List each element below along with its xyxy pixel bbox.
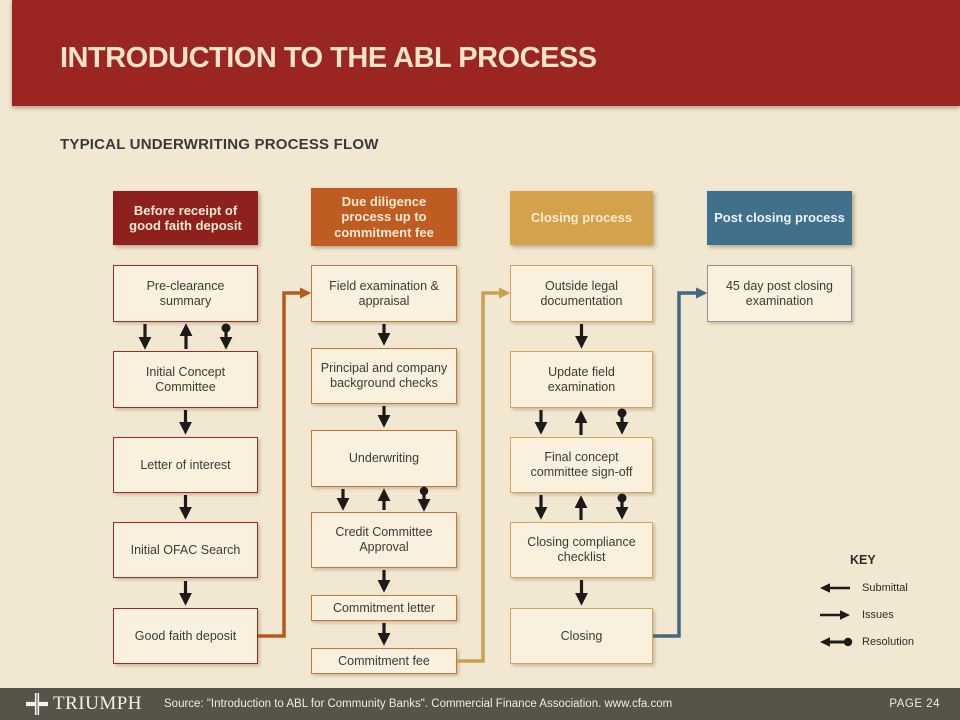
box-commitment-fee: Commitment fee xyxy=(311,648,457,674)
issues-right-arrow-icon xyxy=(820,610,850,620)
column-header-before-receipt: Before receipt of good faith deposit xyxy=(113,191,258,245)
slide-title: INTRODUCTION TO THE ABL PROCESS xyxy=(60,42,597,74)
footer-bar: TRIUMPH Source: "Introduction to ABL for… xyxy=(0,688,960,720)
column-header-closing-process: Closing process xyxy=(510,191,653,245)
resolution-arrow xyxy=(417,486,431,512)
box-final-concept-sign-off: Final concept committee sign-off xyxy=(510,437,653,493)
key-legend: KEY Submittal Issues Resolution xyxy=(812,553,942,648)
key-label: Resolution xyxy=(862,636,914,648)
column-header-post-closing: Post closing process xyxy=(707,191,852,245)
box-pre-clearance-summary: Pre-clearance summary xyxy=(113,265,258,322)
triumph-cross-icon xyxy=(26,693,48,715)
box-underwriting: Underwriting xyxy=(311,430,457,487)
box-update-field-examination: Update field examination xyxy=(510,351,653,408)
submittal-left-arrow-icon xyxy=(820,583,850,593)
closing-to-post-closing-connector xyxy=(653,287,708,638)
key-item-submittal: Submittal xyxy=(817,582,942,594)
box-outside-legal-documentation: Outside legal documentation xyxy=(510,265,653,322)
page-number: PAGE 24 xyxy=(889,698,940,710)
key-item-issues: Issues xyxy=(817,609,942,621)
box-closing: Closing xyxy=(510,608,653,664)
resolution-arrow xyxy=(615,493,629,520)
box-45-day-post-closing-exam: 45 day post closing examination xyxy=(707,265,852,322)
box-closing-compliance-checklist: Closing compliance checklist xyxy=(510,522,653,578)
key-label: Submittal xyxy=(862,582,908,594)
resolution-arrow xyxy=(219,323,233,350)
key-label: Issues xyxy=(862,609,894,621)
box-letter-of-interest: Letter of interest xyxy=(113,437,258,493)
box-good-faith-deposit: Good faith deposit xyxy=(113,608,258,664)
slide-subtitle: TYPICAL UNDERWRITING PROCESS FLOW xyxy=(60,136,379,153)
commitment-fee-to-outside-legal-connector xyxy=(457,287,511,663)
column-header-due-diligence: Due diligence process up to commitment f… xyxy=(311,188,457,246)
box-credit-committee-approval: Credit Committee Approval xyxy=(311,512,457,568)
box-initial-ofac-search: Initial OFAC Search xyxy=(113,522,258,578)
key-title: KEY xyxy=(850,553,876,567)
key-item-resolution: Resolution xyxy=(817,636,942,648)
resolution-arrow-with-dot-icon xyxy=(820,637,853,647)
triumph-logo-text: TRIUMPH xyxy=(53,693,143,714)
box-initial-concept-committee: Initial Concept Committee xyxy=(113,351,258,408)
box-commitment-letter: Commitment letter xyxy=(311,595,457,621)
box-principal-background-checks: Principal and company background checks xyxy=(311,348,457,404)
header-band xyxy=(12,0,960,106)
triumph-logo: TRIUMPH xyxy=(26,693,142,715)
box-field-examination-appraisal: Field examination & appraisal xyxy=(311,265,457,322)
source-citation: Source: "Introduction to ABL for Communi… xyxy=(164,698,673,710)
resolution-arrow xyxy=(615,408,629,435)
good-faith-to-field-exam-connector xyxy=(258,287,312,638)
